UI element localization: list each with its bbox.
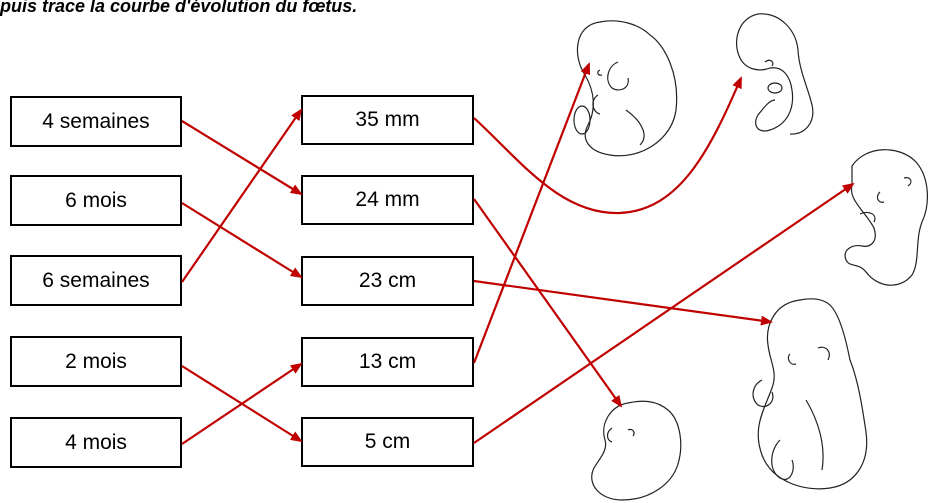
connector-13cm-fetus1 (474, 64, 589, 363)
fetus-drawing-icon (737, 14, 813, 134)
connector-35mm-fetus2 (474, 78, 741, 213)
fetus-drawing-icon (574, 21, 677, 156)
connector-24mm-fetus5 (474, 199, 621, 406)
fetus-drawing-icon (592, 401, 681, 500)
fetus-drawing-icon (753, 299, 867, 489)
connector-4semaines-24mm (182, 121, 301, 194)
connector-23cm-fetus4 (474, 281, 771, 322)
connector-5cm-fetus3 (474, 184, 853, 443)
connector-6semaines-35mm (182, 110, 301, 282)
connector-6mois-23cm (182, 203, 301, 277)
fetus-drawing-icon (845, 150, 927, 285)
